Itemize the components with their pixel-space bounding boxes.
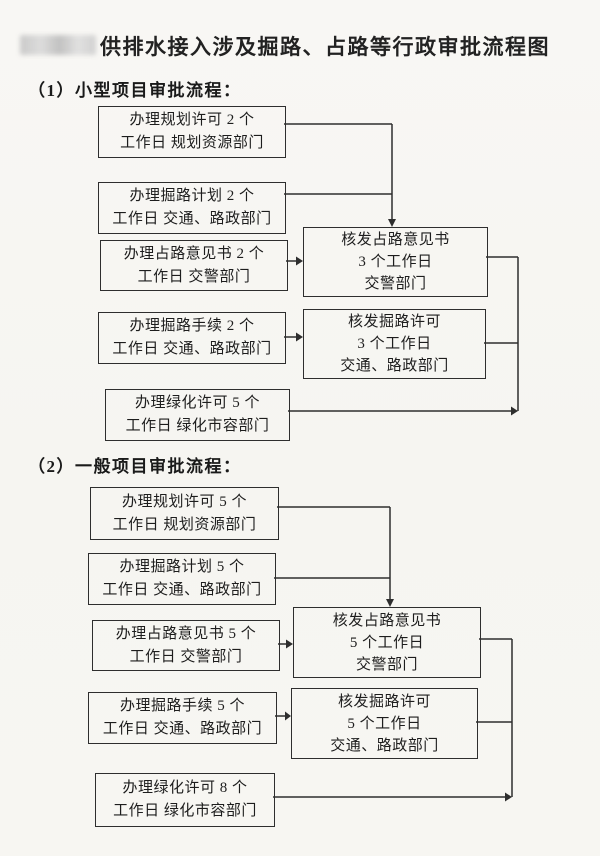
arrowhead-down-icon: [388, 219, 396, 227]
flow-box-text: 交警部门: [355, 656, 418, 673]
flow-box-text: 办理绿化许可 8 个: [122, 780, 248, 796]
flow-box-s1-occupation-opinion: 办理占路意见书 2 个 工作日 交警部门: [100, 240, 288, 291]
flow-box-text: 办理掘路手续 2 个: [129, 318, 255, 334]
flow-box-s2-issue-excavation-permit: 核发掘路许可 5 个工作日 交通、路政部门: [291, 688, 478, 759]
section2-heading: （2）一般项目审批流程：: [28, 457, 242, 476]
flow-box-text: 核发掘路许可: [347, 314, 441, 330]
flow-box-text: 核发占路意见书: [341, 232, 450, 248]
flow-box-text: 5 个工作日: [347, 715, 422, 732]
flow-box-s1-issue-excavation-permit: 核发掘路许可 3 个工作日 交通、路政部门: [303, 309, 486, 379]
flow-box-text: 工作日 规划资源部门: [120, 135, 264, 151]
arrowhead-right-icon: [286, 639, 293, 649]
flow-box-text: 工作日 绿化市容部门: [113, 803, 257, 819]
flow-box-text: 办理掘路手续 5 个: [119, 698, 245, 714]
flow-box-text: 办理规划许可 5 个: [121, 493, 247, 510]
flow-box-text: 办理绿化许可 5 个: [134, 395, 260, 411]
flow-box-s2-excavation-procedure: 办理掘路手续 5 个 工作日 交通、路政部门: [88, 692, 277, 744]
flow-box-text: 3 个工作日: [358, 254, 433, 270]
arrowhead-right-icon: [296, 256, 303, 266]
flow-box-s1-issue-occupation-opinion: 核发占路意见书 3 个工作日 交警部门: [303, 227, 488, 297]
flow-box-text: 3 个工作日: [357, 336, 432, 352]
flow-box-text: 交通、路政部门: [340, 358, 449, 374]
flow-box-text: 工作日 交通、路政部门: [112, 211, 272, 227]
flow-box-text: 工作日 绿化市容部门: [125, 418, 270, 434]
page-title: 供排水接入涉及掘路、占路等行政审批流程图: [100, 36, 550, 59]
flow-box-s1-excavation-procedure: 办理掘路手续 2 个 工作日 交通、路政部门: [98, 312, 286, 364]
flow-box-text: 办理占路意见书 2 个: [123, 245, 265, 262]
flow-box-text: 工作日 交通、路政部门: [112, 341, 272, 357]
flow-box-s2-planning-permit: 办理规划许可 5 个 工作日 规划资源部门: [90, 487, 279, 540]
flow-box-s2-occupation-opinion: 办理占路意见书 5 个 工作日 交警部门: [92, 620, 280, 671]
flow-box-text: 工作日 规划资源部门: [112, 516, 257, 533]
flow-box-text: 办理占路意见书 5 个: [115, 625, 257, 642]
flow-box-text: 办理掘路计划 2 个: [129, 188, 255, 204]
flow-box-s2-excavation-plan: 办理掘路计划 5 个 工作日 交通、路政部门: [88, 553, 276, 605]
flow-box-text: 交警部门: [364, 276, 427, 292]
arrowhead-right-icon: [505, 792, 512, 802]
flow-box-text: 工作日 交警部门: [129, 648, 243, 665]
flow-box-text: 工作日 交通、路政部门: [102, 582, 262, 598]
arrowhead-down-icon: [386, 599, 394, 607]
flow-box-text: 工作日 交警部门: [137, 268, 251, 285]
flow-box-s1-planning-permit: 办理规划许可 2 个 工作日 规划资源部门: [98, 106, 286, 158]
flow-box-text: 交通、路政部门: [330, 737, 439, 754]
flow-box-text: 办理掘路计划 5 个: [119, 559, 245, 575]
flow-box-text: 工作日 交通、路政部门: [102, 721, 263, 737]
section1-heading: （1）小型项目审批流程：: [28, 81, 242, 100]
redacted-text-blur: [20, 35, 96, 55]
arrowhead-right-icon: [511, 406, 518, 416]
flow-box-text: 5 个工作日: [349, 634, 425, 651]
flow-box-s2-issue-occupation-opinion: 核发占路意见书 5 个工作日 交警部门: [293, 607, 481, 678]
arrowhead-right-icon: [296, 332, 303, 342]
flow-box-s1-greening-permit: 办理绿化许可 5 个 工作日 绿化市容部门: [105, 389, 290, 441]
flow-box-text: 办理规划许可 2 个: [129, 112, 255, 128]
flow-box-text: 核发占路意见书: [332, 612, 442, 629]
flow-box-s2-greening-permit: 办理绿化许可 8 个 工作日 绿化市容部门: [95, 773, 275, 827]
flow-box-s1-excavation-plan: 办理掘路计划 2 个 工作日 交通、路政部门: [98, 182, 286, 234]
flow-box-text: 核发掘路许可: [337, 693, 431, 710]
